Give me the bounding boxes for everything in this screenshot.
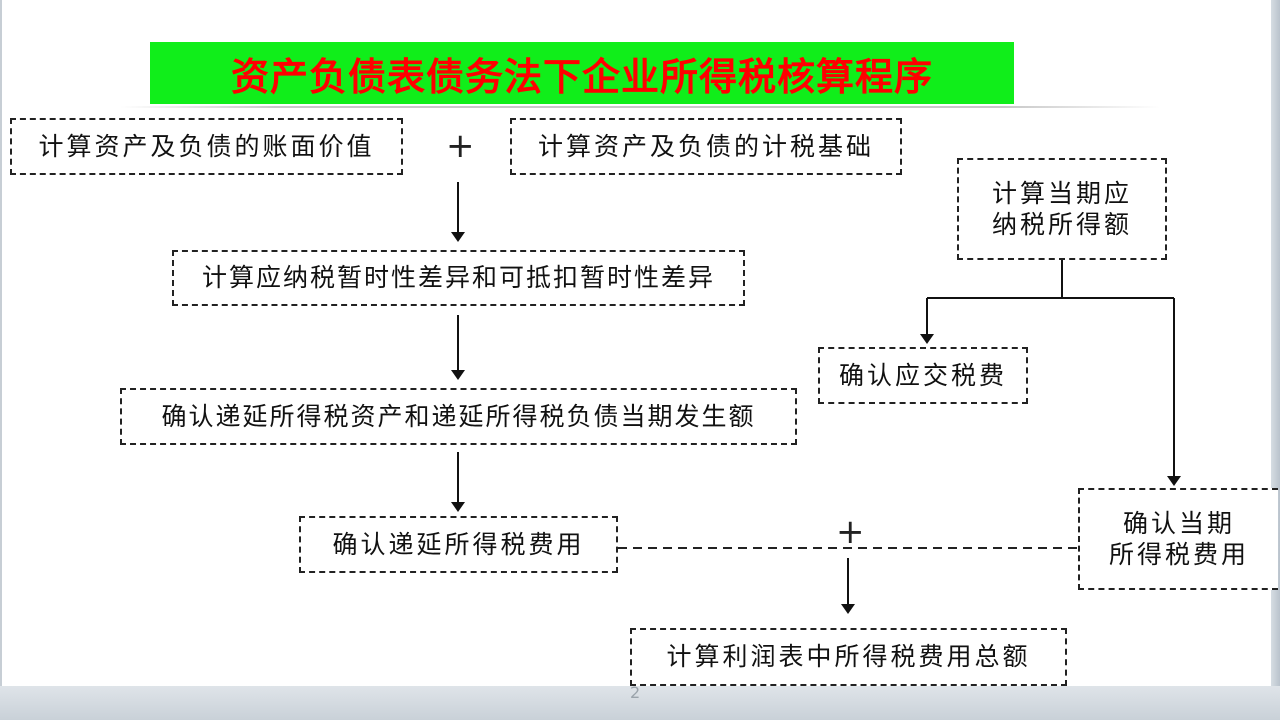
box-temporary-differences: 计算应纳税暂时性差异和可抵扣暂时性差异 bbox=[172, 250, 745, 306]
box-current-tax-expense: 确认当期 所得税费用 bbox=[1078, 488, 1278, 590]
box-current-tax-expense-line1: 确认当期 bbox=[1122, 508, 1235, 538]
box-deferred-expense-label: 确认递延所得税费用 bbox=[332, 529, 585, 559]
box-book-value: 计算资产及负债的账面价值 bbox=[10, 118, 403, 175]
box-current-taxable-income-line1: 计算当期应 bbox=[991, 178, 1132, 208]
box-deferred-amount-label: 确认递延所得税资产和递延所得税负债当期发生额 bbox=[161, 401, 756, 431]
page-title: 资产负债表债务法下企业所得税核算程序 bbox=[230, 54, 933, 99]
title-banner: 资产负债表债务法下企业所得税核算程序 bbox=[150, 42, 1014, 104]
box-tax-base-label: 计算资产及负债的计税基础 bbox=[537, 131, 874, 161]
box-deferred-amount: 确认递延所得税资产和递延所得税负债当期发生额 bbox=[120, 388, 797, 445]
box-tax-base: 计算资产及负债的计税基础 bbox=[510, 118, 902, 175]
box-deferred-expense: 确认递延所得税费用 bbox=[299, 516, 618, 573]
box-book-value-label: 计算资产及负债的账面价值 bbox=[38, 131, 375, 161]
box-payable-tax: 确认应交税费 bbox=[818, 347, 1028, 404]
title-divider bbox=[120, 106, 1160, 108]
box-total-tax-expense: 计算利润表中所得税费用总额 bbox=[630, 628, 1067, 686]
slide-frame-bottom bbox=[0, 686, 1280, 720]
plus-operator-bottom: + bbox=[836, 512, 865, 552]
box-current-taxable-income-line2: 纳税所得额 bbox=[991, 210, 1132, 239]
box-temporary-differences-label: 计算应纳税暂时性差异和可抵扣暂时性差异 bbox=[201, 263, 715, 293]
box-payable-tax-label: 确认应交税费 bbox=[838, 360, 1007, 390]
box-total-tax-expense-label: 计算利润表中所得税费用总额 bbox=[666, 642, 1031, 672]
box-current-tax-expense-line2: 所得税费用 bbox=[1108, 540, 1249, 569]
plus-operator-top: + bbox=[446, 126, 475, 166]
page-number: 2 bbox=[630, 683, 641, 702]
slide-frame-left bbox=[0, 0, 2, 720]
box-current-taxable-income: 计算当期应 纳税所得额 bbox=[957, 158, 1167, 260]
slide-frame-right bbox=[1271, 0, 1280, 720]
